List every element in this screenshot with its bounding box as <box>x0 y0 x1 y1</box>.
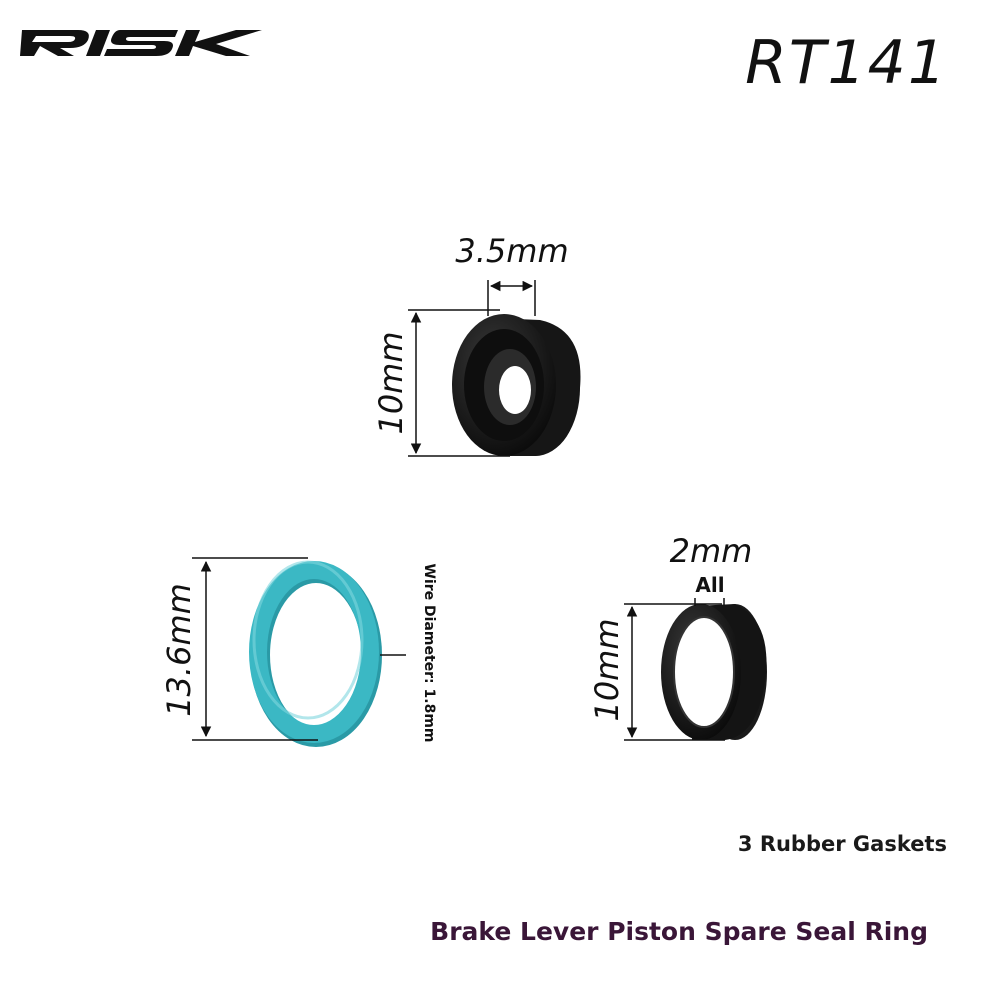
seal-small-height-label: 10mm <box>588 618 626 721</box>
seal-small-dimensions <box>624 598 725 741</box>
gaskets-caption: 3 Rubber Gaskets <box>737 832 947 856</box>
o-ring-wire-label: Wire Diameter: 1.8mm <box>421 563 437 742</box>
seal-large-height-label: 10mm <box>372 331 410 434</box>
seal-small-note-label: All <box>695 573 724 597</box>
o-ring-dimensions <box>192 557 406 741</box>
seal-large-dimensions <box>408 280 536 457</box>
product-title: Brake Lever Piston Spare Seal Ring <box>430 917 928 946</box>
risk-logo <box>20 30 262 56</box>
o-ring-height-label: 13.6mm <box>160 583 198 717</box>
seal-small-width-label: 2mm <box>670 532 753 570</box>
seal-large <box>452 314 581 456</box>
model-number: RT141 <box>745 28 948 98</box>
seal-small <box>661 604 767 740</box>
o-ring <box>249 560 382 747</box>
seal-large-width-label: 3.5mm <box>455 232 568 270</box>
